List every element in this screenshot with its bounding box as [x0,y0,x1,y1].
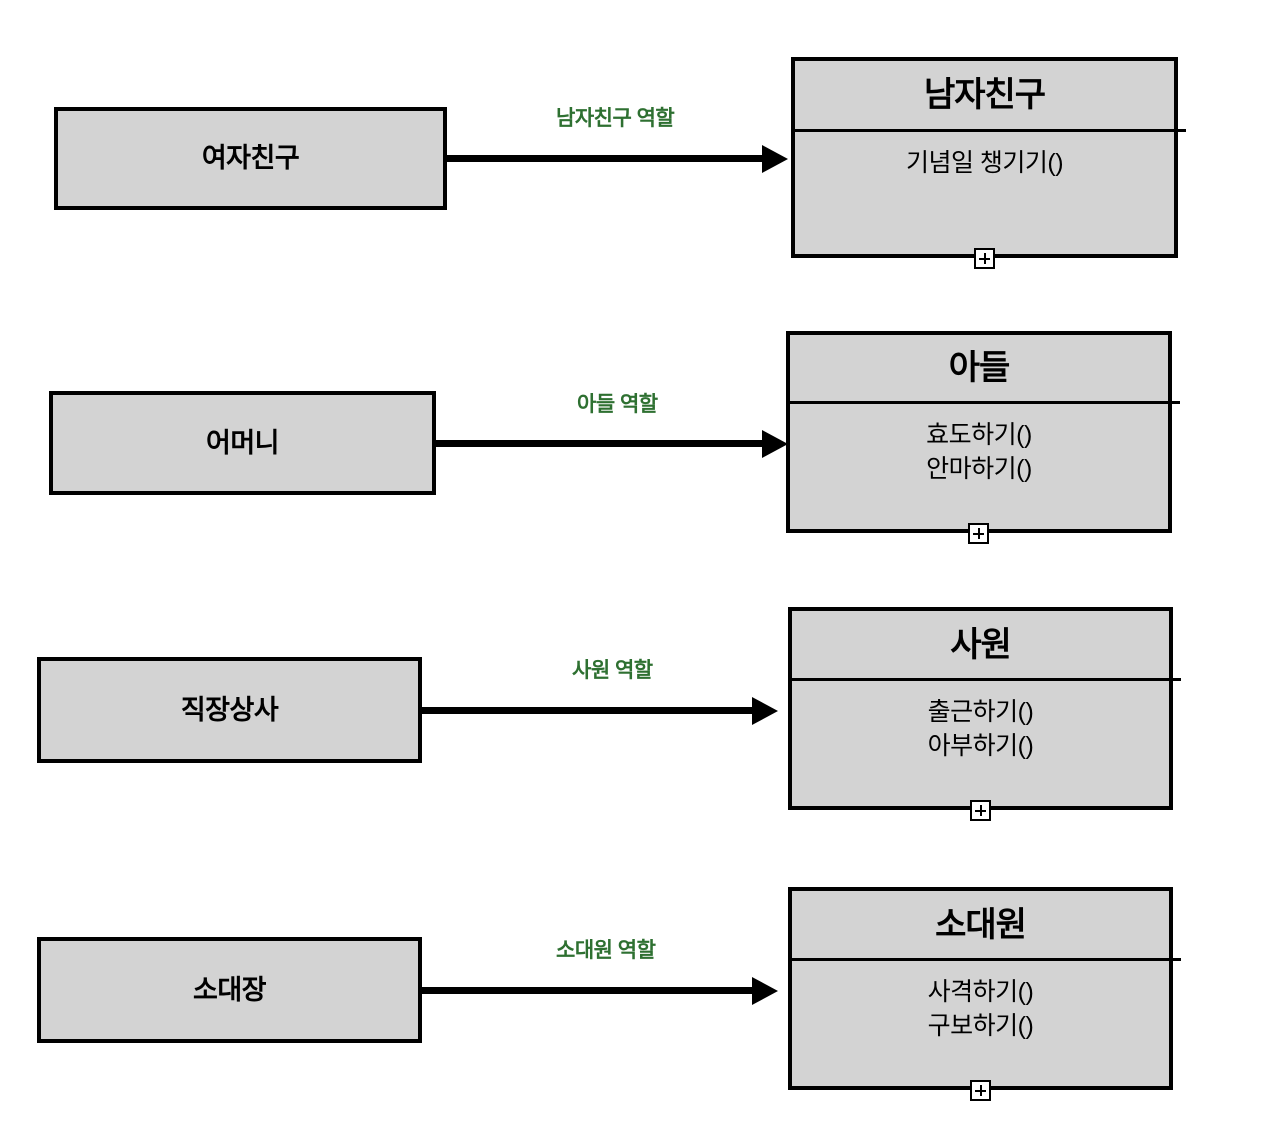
class-section-divider [786,401,1180,404]
expand-toggle-icon[interactable] [968,523,989,544]
association-label: 사원 역할 [572,659,653,682]
class-name: 사원 [950,625,1012,664]
class-methods-section: 출근하기() 아부하기() [792,696,1169,764]
actor-box[interactable]: 소대장 [37,937,422,1043]
class-section-divider [788,958,1181,961]
method-item: 아부하기() [927,731,1034,760]
association-arrowhead [762,145,788,173]
class-box[interactable]: 소대원 사격하기() 구보하기() [788,887,1181,1090]
method-item: 기념일 챙기기() [905,149,1064,177]
actor-label: 여자친구 [201,143,300,173]
class-section-divider [791,129,1186,132]
class-section-divider [788,678,1181,681]
association-label: 아들 역할 [577,393,658,416]
association-line [436,440,767,447]
class-box[interactable]: 아들 효도하기() 안마하기() [786,331,1180,533]
method-item: 구보하기() [927,1011,1034,1040]
association-line [422,987,757,994]
method-item: 안마하기() [926,454,1032,483]
method-item: 출근하기() [927,698,1034,726]
association-line [447,155,767,162]
actor-box[interactable]: 어머니 [49,391,436,495]
actor-box[interactable]: 직장상사 [37,657,422,763]
expand-toggle-icon[interactable] [970,800,991,821]
association-arrowhead [752,977,778,1005]
association-label: 소대원 역할 [556,939,656,962]
association-arrowhead [752,697,778,725]
class-name: 아들 [948,349,1011,387]
class-name: 소대원 [935,905,1027,944]
class-methods-section: 사격하기() 구보하기() [792,976,1169,1044]
class-name: 남자친구 [923,76,1046,114]
expand-toggle-icon[interactable] [970,1080,991,1101]
class-box[interactable]: 남자친구 기념일 챙기기() [791,57,1186,258]
method-item: 사격하기() [927,978,1034,1006]
actor-label: 직장상사 [180,694,279,725]
class-box[interactable]: 사원 출근하기() 아부하기() [788,607,1181,810]
class-methods-section: 기념일 챙기기() [795,147,1174,181]
actor-box[interactable]: 여자친구 [54,107,447,210]
actor-label: 소대장 [192,974,267,1005]
actor-label: 어머니 [205,427,280,458]
expand-toggle-icon[interactable] [974,248,995,269]
association-line [422,707,757,714]
class-methods-section: 효도하기() 안마하기() [790,419,1168,487]
method-item: 효도하기() [926,421,1032,449]
association-arrowhead [762,430,788,458]
association-label: 남자친구 역할 [556,107,675,130]
